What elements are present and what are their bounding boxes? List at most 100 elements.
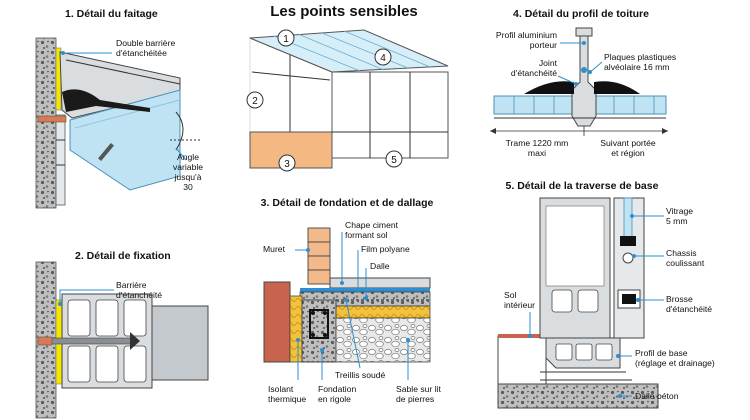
fondation-brick-wall (263, 281, 291, 363)
toiture-profil-label: Profil aluminium porteur (496, 30, 557, 50)
toiture-trame-label: Trame 1220 mm maxi (506, 138, 569, 158)
veranda-roof (249, 29, 449, 73)
toiture-joint-left (524, 81, 574, 94)
svg-text:4: 4 (380, 53, 386, 64)
traverse-chassis-label: Chassis coulissant (666, 248, 705, 268)
traverse-brosse-label: Brosse d'étanchéité (666, 294, 712, 314)
fondation-insulation-vertical (289, 295, 303, 363)
veranda-marker-3: 3 (278, 154, 296, 172)
traverse-heading: 5. Détail de la traverse de base (506, 180, 659, 192)
svg-text:2: 2 (252, 96, 258, 107)
svg-text:Vitrage: Vitrage (666, 206, 693, 216)
svg-text:(réglage et drainage): (réglage et drainage) (635, 358, 715, 368)
svg-text:Angle: Angle (177, 152, 199, 162)
toiture-joint-label: Joint d'étanchéité (511, 58, 558, 78)
traverse-dalle (497, 383, 659, 409)
section-traverse: 5. Détail de la traverse de base (497, 180, 715, 409)
fondation-film (300, 288, 430, 292)
section-faitage: 1. Détail du faitage Double barrière d'é… (35, 8, 203, 209)
svg-text:30: 30 (183, 182, 193, 192)
svg-text:en rigole: en rigole (318, 394, 351, 404)
faitage-heading: 1. Détail du faitage (65, 8, 158, 20)
traverse-brosse (622, 294, 636, 304)
veranda-marker-5: 5 (385, 150, 403, 168)
toiture-alu-profile (571, 33, 597, 127)
svg-text:Plaques plastiques: Plaques plastiques (604, 52, 676, 62)
svg-text:1: 1 (283, 34, 289, 45)
svg-text:et région: et région (611, 148, 645, 158)
fondation-treillis-label: Treillis soudé (335, 370, 386, 380)
fondation-sable (335, 317, 431, 363)
svg-text:d'étanchéité: d'étanchéité (511, 68, 557, 78)
faitage-bolt (37, 115, 67, 123)
svg-text:variable: variable (173, 162, 203, 172)
traverse-vitrage (623, 197, 633, 241)
svg-text:maxi: maxi (528, 148, 546, 158)
fondation-sable-label: Sable sur lit de pierres (396, 384, 442, 404)
traverse-vitrage-label: Vitrage 5 mm (666, 206, 693, 226)
toiture-heading: 4. Détail du profil de toiture (513, 8, 649, 20)
traverse-profil-base-label: Profil de base (réglage et drainage) (635, 348, 715, 368)
fondation-dalle-label: Dalle (370, 261, 390, 271)
traverse-dalle-label: Dalle béton (635, 391, 679, 401)
veranda-marker-4: 4 (374, 48, 392, 66)
fondation-chape-label: Chape ciment formant sol (345, 220, 399, 240)
svg-text:3: 3 (284, 159, 290, 170)
svg-text:intérieur: intérieur (504, 300, 535, 310)
fondation-isolant-label: Isolant thermique (268, 384, 306, 404)
faitage-screw (98, 143, 114, 161)
svg-text:Sol: Sol (504, 290, 517, 300)
traverse-sol (497, 335, 547, 385)
svg-text:thermique: thermique (268, 394, 306, 404)
svg-text:Fondation: Fondation (318, 384, 356, 394)
svg-text:5: 5 (391, 155, 397, 166)
svg-text:Profil de base: Profil de base (635, 348, 688, 358)
veranda-marker-2: 2 (246, 91, 264, 109)
veranda-illustration: 1 2 3 4 5 (246, 29, 449, 172)
fondation-insulation-horizontal (335, 305, 431, 319)
svg-text:formant sol: formant sol (345, 230, 388, 240)
toiture-panel-left (493, 95, 575, 115)
section-fixation: 2. Détail de fixation Barrière d'étanché… (35, 250, 209, 419)
svg-text:Sable sur lit: Sable sur lit (396, 384, 442, 394)
veranda-low-wall (249, 131, 333, 169)
veranda-marker-1: 1 (277, 29, 295, 47)
section-fondation: 3. Détail de fondation et de dallage (261, 197, 442, 404)
fondation-muret-label: Muret (263, 244, 286, 254)
svg-text:Isolant: Isolant (268, 384, 294, 394)
svg-text:Suivant portée: Suivant portée (600, 138, 656, 148)
svg-text:alvéolaire 16 mm: alvéolaire 16 mm (604, 62, 669, 72)
svg-text:d'étanchéité: d'étanchéité (116, 290, 162, 300)
page-title: Les points sensibles (270, 3, 418, 20)
fondation-rigole-label: Fondation en rigole (318, 384, 356, 404)
veranda-front (331, 71, 449, 159)
svg-text:de pierres: de pierres (396, 394, 434, 404)
faitage-rubber-seal (62, 89, 150, 112)
fondation-chape (329, 277, 431, 289)
svg-text:Brosse: Brosse (666, 294, 693, 304)
svg-text:d'étanchéitée: d'étanchéitée (116, 48, 167, 58)
svg-text:porteur: porteur (530, 40, 557, 50)
fixation-tube (151, 305, 209, 381)
svg-text:Chape ciment: Chape ciment (345, 220, 399, 230)
svg-text:Joint: Joint (539, 58, 558, 68)
faitage-glass (69, 89, 181, 191)
fixation-barriere-label: Barrière d'étanchéité (116, 280, 162, 300)
faitage-wall (35, 37, 57, 209)
toiture-plaques-label: Plaques plastiques alvéolaire 16 mm (604, 52, 676, 72)
faitage-bracket (55, 114, 66, 206)
fondation-heading: 3. Détail de fondation et de dallage (261, 197, 434, 209)
fixation-heading: 2. Détail de fixation (75, 250, 171, 262)
svg-text:Chassis: Chassis (666, 248, 697, 258)
svg-text:Trame 1220 mm: Trame 1220 mm (506, 138, 569, 148)
section-profil-toiture: 4. Détail du profil de toiture (490, 8, 676, 158)
svg-text:5 mm: 5 mm (666, 216, 687, 226)
toiture-suivant-label: Suivant portée et région (600, 138, 656, 158)
toiture-joint-right (594, 81, 640, 94)
fondation-muret (307, 227, 331, 285)
svg-text:d'étanchéité: d'étanchéité (666, 304, 712, 314)
toiture-panel-right (593, 95, 667, 115)
fondation-film-label: Film polyane (361, 244, 410, 254)
svg-text:jusqu'à: jusqu'à (174, 172, 202, 182)
